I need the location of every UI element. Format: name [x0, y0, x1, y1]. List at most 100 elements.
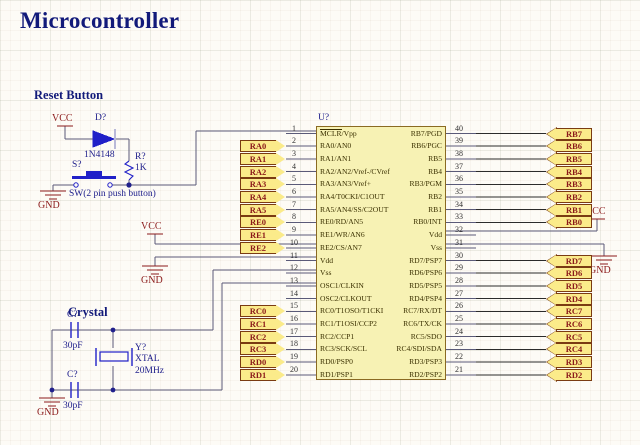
- ic-pin-right-35: RB2: [428, 192, 442, 201]
- pin-number-26: 26: [455, 301, 463, 311]
- port-flag-label: RC6: [565, 319, 583, 329]
- port-flag-rd6[interactable]: RD6: [546, 266, 592, 281]
- net-label-gnd-right: GND: [589, 265, 611, 276]
- port-flag-rc3[interactable]: RC3: [240, 342, 286, 357]
- ic-body-pic16f877a[interactable]: [316, 126, 446, 380]
- pin-number-18: 18: [290, 339, 298, 349]
- ic-pin-right-21: RD2/PSP2: [409, 369, 442, 379]
- port-flag-rd3[interactable]: RD3: [546, 355, 592, 370]
- port-flag-rc4[interactable]: RC4: [546, 342, 592, 357]
- port-flag-ra2[interactable]: RA2: [240, 164, 286, 179]
- ic-pin-right-37: RB4: [428, 166, 442, 176]
- ic-pin-right-26: RC7/RX/DT: [403, 306, 442, 316]
- port-flag-re2[interactable]: RE2: [240, 240, 286, 255]
- port-flag-body: [240, 241, 276, 254]
- port-flag-tip: [276, 191, 285, 203]
- port-flag-ra3[interactable]: RA3: [240, 177, 286, 192]
- port-flag-rc2[interactable]: RC2: [240, 329, 286, 344]
- pin-number-22: 22: [455, 352, 463, 362]
- port-flag-label: RA0: [249, 141, 267, 152]
- cap-top-ref: C?: [67, 310, 78, 320]
- ic-pin-left-3: RA1/AN1: [320, 153, 352, 163]
- crystal-name: XTAL: [135, 354, 160, 364]
- switch-ref: S?: [72, 160, 82, 170]
- port-flag-rd0[interactable]: RD0: [240, 355, 286, 370]
- ic-pin-right-40: RB7/PGD: [410, 128, 442, 138]
- ic-pin-right-22: RD3/PSP3: [409, 357, 442, 367]
- page-title: Microcontroller: [20, 8, 180, 33]
- net-label-gnd-mid: GND: [141, 275, 163, 286]
- port-flag-tip: [276, 241, 285, 254]
- port-flag-rb7[interactable]: RB7: [546, 126, 592, 141]
- port-flag-ra0[interactable]: RA0: [240, 139, 286, 154]
- pin-number-11: 11: [290, 250, 298, 260]
- port-flag-tip: [276, 356, 285, 369]
- port-flag-rb5[interactable]: RB5: [546, 151, 592, 166]
- port-flag-ra4[interactable]: RA4: [240, 190, 286, 204]
- pin-number-16: 16: [290, 314, 298, 323]
- net-label-gnd-crystal: GND: [37, 407, 59, 418]
- port-flag-rb4[interactable]: RB4: [546, 164, 592, 179]
- port-flag-label: RA3: [249, 179, 267, 190]
- port-flag-re1[interactable]: RE1: [240, 228, 286, 243]
- port-flag-rd2[interactable]: RD2: [546, 367, 592, 382]
- port-flag-label: RD1: [249, 369, 267, 380]
- port-flag-rd4[interactable]: RD4: [546, 291, 592, 306]
- net-label-gnd-reset: GND: [38, 200, 60, 211]
- ic-pin-left-11: Vdd: [320, 255, 334, 265]
- port-flag-rd7[interactable]: RD7: [546, 253, 592, 268]
- pin-number-13: 13: [290, 275, 298, 285]
- port-flag-body: [240, 356, 276, 369]
- section-title-crystal: Crystal: [68, 305, 108, 319]
- crystal-ref: Y?: [135, 343, 147, 353]
- port-flag-rc5[interactable]: RC5: [546, 329, 592, 344]
- pin-number-24: 24: [455, 326, 463, 336]
- port-flag-label: RA5: [249, 204, 267, 215]
- port-flag-rc6[interactable]: RC6: [546, 317, 592, 331]
- port-flag-ra5[interactable]: RA5: [240, 202, 286, 217]
- pin-number-34: 34: [455, 199, 463, 209]
- port-flag-tip: [547, 330, 556, 343]
- port-flag-rb2[interactable]: RB2: [546, 190, 592, 204]
- diode-value: 1N4148: [84, 150, 115, 160]
- port-flag-rd5[interactable]: RD5: [546, 278, 592, 293]
- pin-number-5: 5: [292, 174, 296, 184]
- pin-number-35: 35: [455, 187, 463, 196]
- switch-value: SW(2 pin push button): [69, 189, 156, 199]
- port-flag-label: RA1: [249, 153, 267, 164]
- port-flag-tip: [276, 330, 285, 343]
- port-flag-body: [240, 229, 276, 242]
- port-flag-tip: [547, 343, 556, 356]
- port-flag-label: RE0: [249, 217, 267, 228]
- port-flag-label: RC0: [249, 306, 267, 317]
- port-flag-rb1[interactable]: RB1: [546, 202, 592, 217]
- ic-pin-left-14: OSC2/CLKOUT: [320, 293, 372, 303]
- port-flag-rc0[interactable]: RC0: [240, 304, 286, 319]
- port-flag-rc7[interactable]: RC7: [546, 304, 592, 319]
- port-flag-label: RE2: [249, 242, 267, 253]
- port-flag-body: [240, 178, 276, 191]
- port-flag-rc1[interactable]: RC1: [240, 317, 286, 331]
- port-flag-re0[interactable]: RE0: [240, 215, 286, 230]
- ic-pin-right-27: RD4/PSP4: [409, 293, 442, 303]
- diode-symbol: [92, 129, 116, 149]
- pin-number-30: 30: [455, 250, 463, 260]
- pin-number-10: 10: [290, 237, 298, 247]
- port-flag-tip: [547, 216, 556, 229]
- ic-pin-left-15: RC0/T1OSO/T1CKI: [320, 306, 384, 316]
- junction-dots: [49, 182, 132, 393]
- port-flag-rd1[interactable]: RD1: [240, 367, 286, 382]
- pin-number-31: 31: [455, 237, 463, 247]
- port-flag-rb6[interactable]: RB6: [546, 139, 592, 154]
- ic-pin-left-17: RC2/CCP1: [320, 331, 355, 341]
- port-flag-rb3[interactable]: RB3: [546, 177, 592, 192]
- pin-number-20: 20: [290, 364, 298, 374]
- port-flag-ra1[interactable]: RA1: [240, 151, 286, 166]
- port-flag-body: [240, 203, 276, 216]
- ic-pin-left-9: RE1/WR/AN6: [320, 230, 365, 240]
- port-flag-rb0[interactable]: RB0: [546, 215, 592, 230]
- ic-pin-left-13: OSC1/CLKIN: [320, 280, 364, 290]
- cap-bottom-value: 30pF: [63, 401, 83, 411]
- pin-number-33: 33: [455, 212, 463, 222]
- pin-number-17: 17: [290, 326, 298, 336]
